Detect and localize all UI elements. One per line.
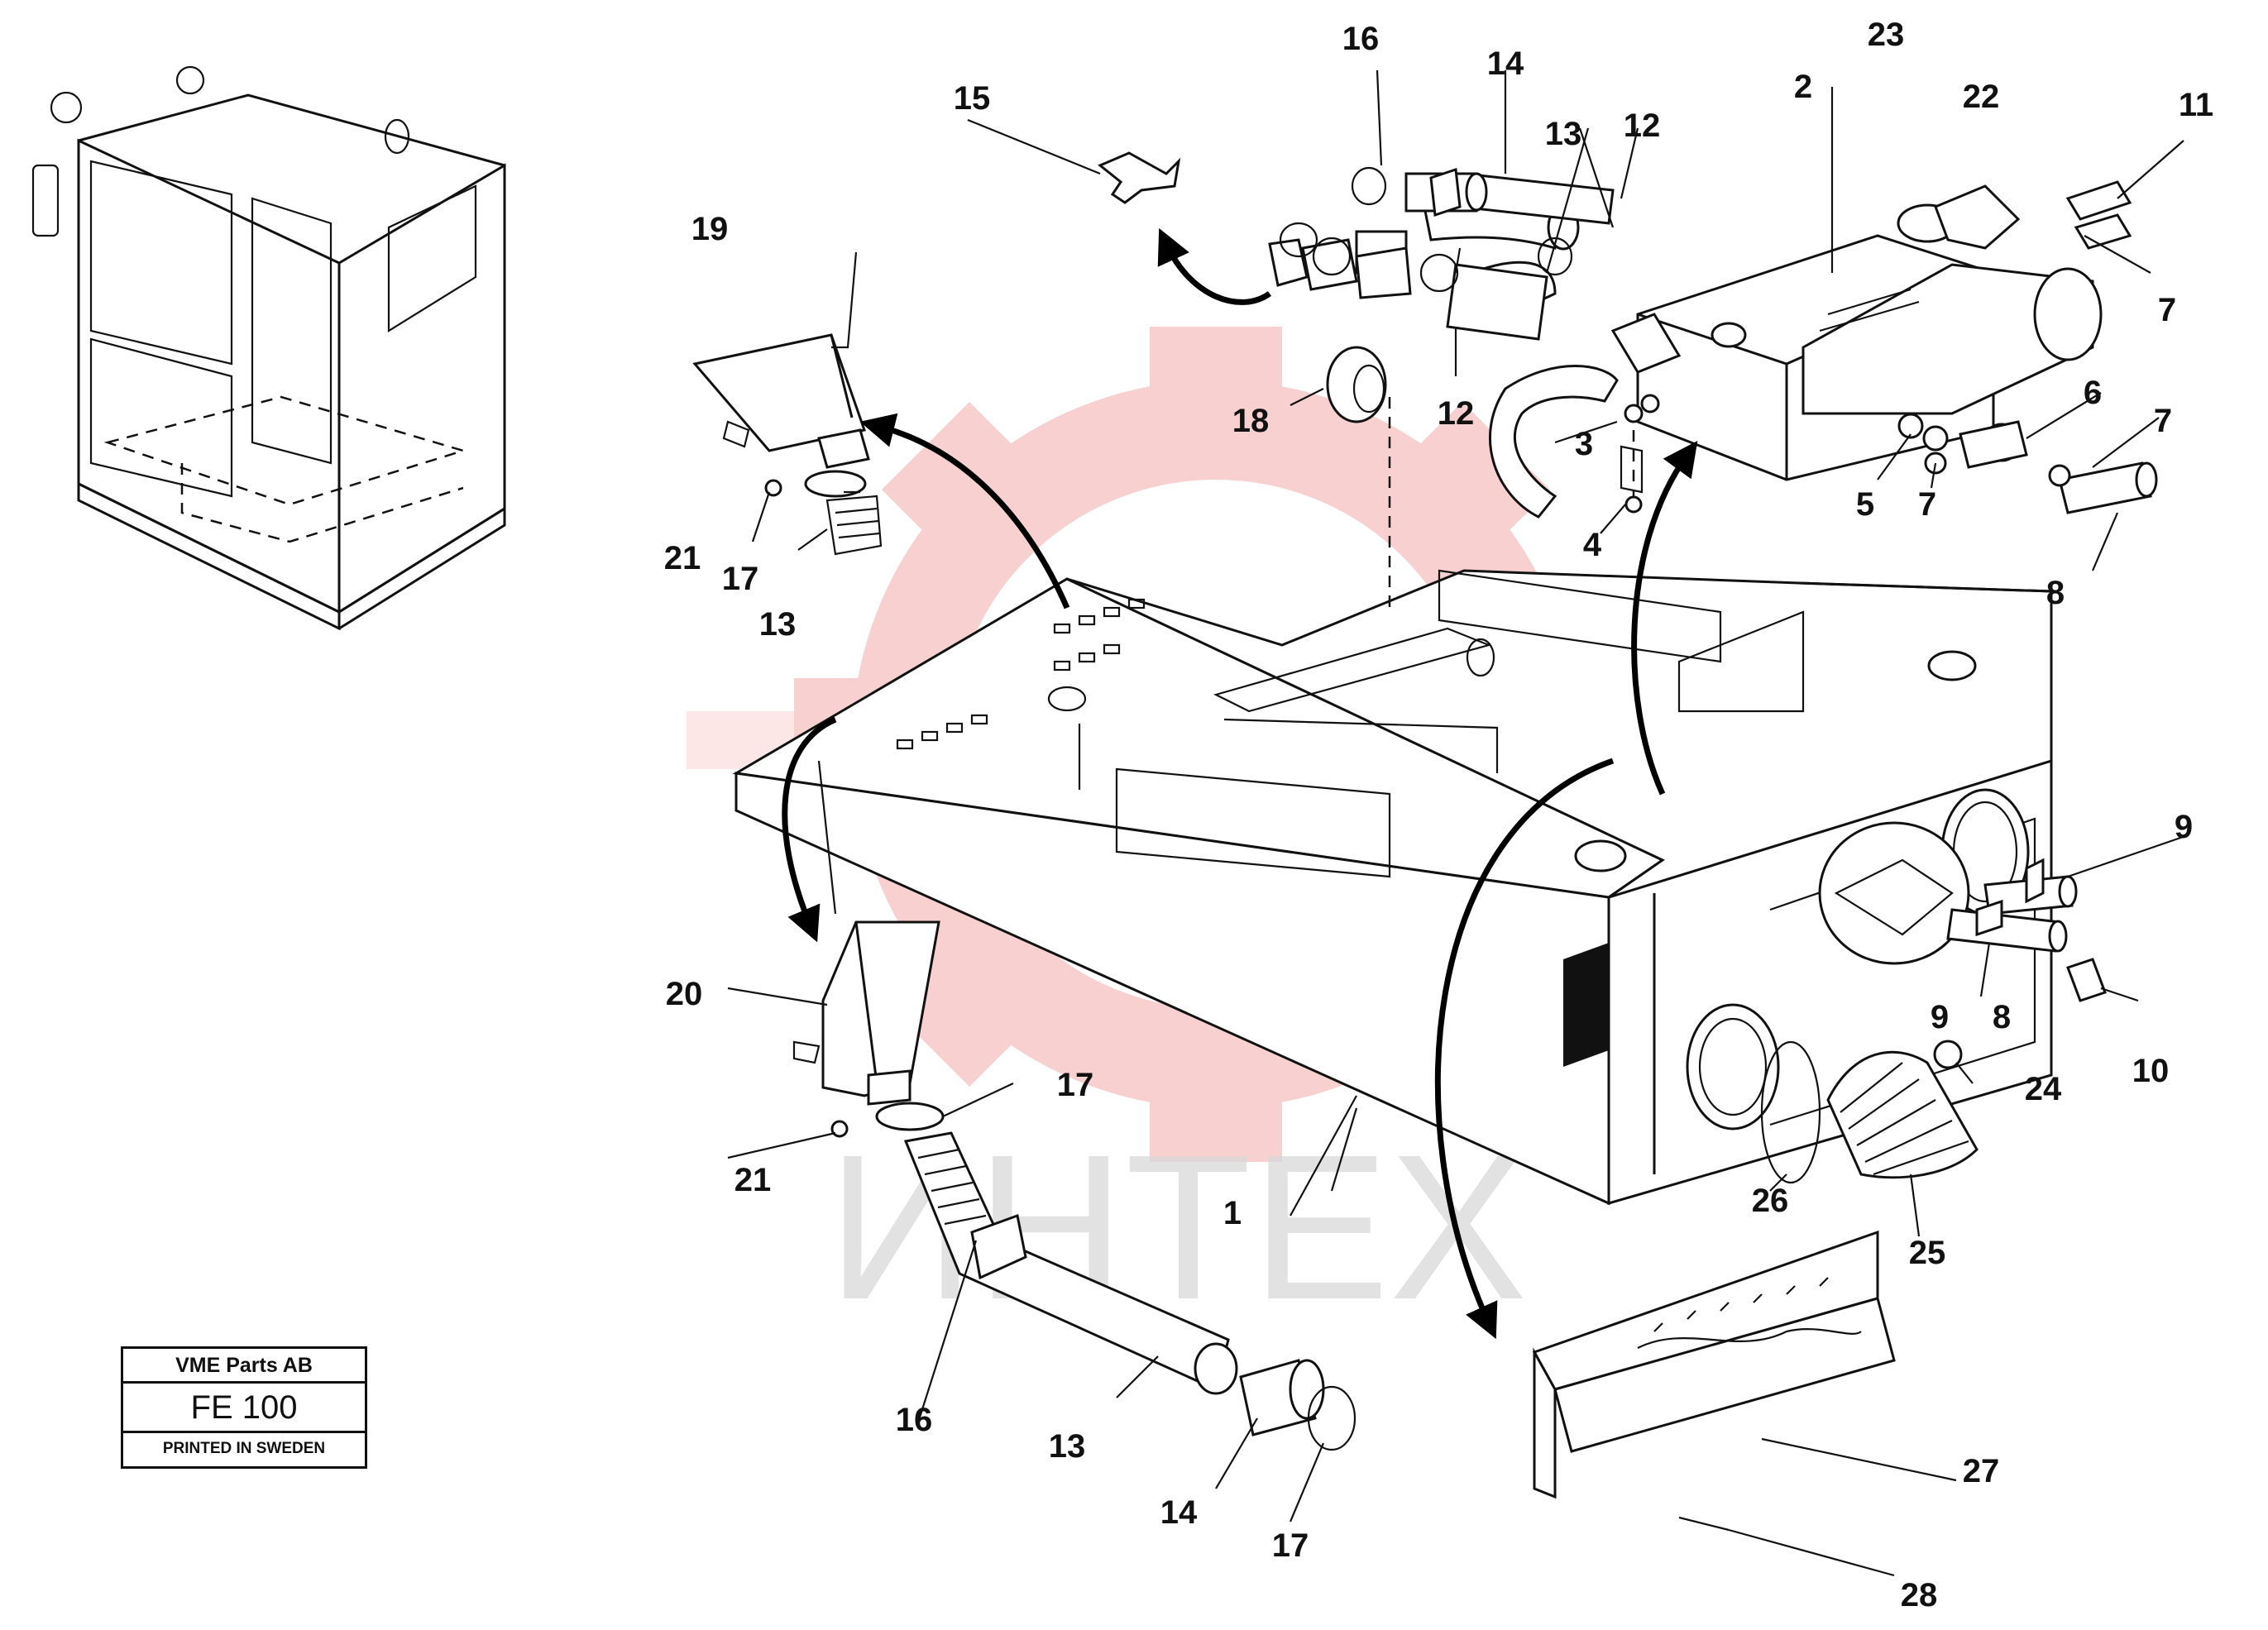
- callout-13c: 13: [1049, 1428, 1086, 1465]
- callout-2: 2: [1794, 69, 1812, 105]
- callout-13b: 13: [759, 606, 797, 643]
- callout-numbers: 1 2 3 4 5 6 7 7 7 7 8 8 9 9 10 11 12 12 …: [664, 17, 2213, 1613]
- hose-pieces-upper: [1268, 167, 1615, 341]
- callout-8a: 8: [2046, 575, 2065, 611]
- arrow-to-tray: [1434, 758, 1615, 1340]
- valve-fitting: [1922, 420, 2028, 469]
- callout-27: 27: [1963, 1453, 2000, 1489]
- callout-8b: 8: [1993, 999, 2011, 1035]
- heater-unit: [1488, 180, 2158, 519]
- callout-10: 10: [2132, 1053, 2170, 1089]
- callout-22: 22: [1963, 79, 2000, 115]
- tray-part-27: [1532, 1230, 1896, 1499]
- air-duct-part-19: [692, 333, 883, 556]
- air-duct-part-20: [792, 920, 945, 1131]
- callout-14a: 14: [1487, 45, 1524, 82]
- callout-16b: 16: [896, 1402, 933, 1438]
- callout-4: 4: [1583, 527, 1602, 563]
- arrow-to-duct-19: [859, 413, 1070, 609]
- callout-16a: 16: [1342, 21, 1380, 57]
- cab-floor-frame: [732, 569, 2053, 1206]
- bracket-part-15: [1098, 151, 1181, 204]
- callout-17b: 17: [1057, 1067, 1094, 1103]
- pipes-right: [1946, 858, 2107, 1002]
- arrow-to-heater: [1631, 441, 1698, 796]
- screw-part-28: [1678, 1516, 1730, 1532]
- callout-9a: 9: [2175, 809, 2193, 845]
- callout-26: 26: [1752, 1183, 1789, 1219]
- callout-7b: 7: [1918, 486, 1936, 523]
- company-name: VME Parts AB: [123, 1349, 365, 1384]
- callout-7c: 7: [2154, 403, 2172, 439]
- grommet-part-24: [1933, 1040, 1963, 1069]
- arrow-to-duct-20: [782, 716, 837, 943]
- screw-21a: [764, 479, 782, 497]
- grommet-part-18: [1326, 346, 1387, 423]
- callout-5: 5: [1856, 486, 1874, 523]
- drawing-code: FE 100: [123, 1384, 365, 1433]
- callout-6: 6: [2084, 375, 2102, 411]
- printed-in: PRINTED IN SWEDEN: [162, 1440, 326, 1457]
- callout-12b: 12: [1438, 395, 1475, 432]
- coupling-part-14: [1239, 1359, 1325, 1436]
- drawing-label-box: VME Parts AB FE 100 PRINTED IN SWEDEN: [121, 1346, 367, 1469]
- callout-19: 19: [691, 211, 729, 247]
- callout-11: 11: [2179, 87, 2213, 123]
- clamp-17c: [1307, 1385, 1356, 1451]
- callout-7a: 7: [2158, 292, 2176, 328]
- callout-28: 28: [1901, 1577, 1938, 1613]
- callout-14b: 14: [1160, 1494, 1198, 1531]
- callout-24: 24: [2025, 1071, 2062, 1107]
- callout-18: 18: [1232, 403, 1270, 439]
- callout-21b: 21: [734, 1162, 772, 1198]
- callout-17a: 17: [722, 561, 759, 597]
- callout-13a: 13: [1545, 116, 1582, 152]
- callout-9b: 9: [1931, 999, 1949, 1035]
- callout-3: 3: [1575, 426, 1593, 462]
- hose-clamps-upper: [1279, 166, 1573, 293]
- bellows-part-25: [1826, 1050, 1979, 1179]
- callout-20: 20: [666, 976, 703, 1012]
- clamp-part-26: [1760, 1040, 1821, 1184]
- callout-23: 23: [1868, 17, 1905, 53]
- vent-slots: [896, 598, 1146, 750]
- flex-hose-lower: [903, 1131, 1238, 1395]
- leader-lines: [727, 69, 2189, 1577]
- callout-12a: 12: [1624, 108, 1661, 144]
- callout-25: 25: [1909, 1235, 1946, 1271]
- cab-overview: [31, 65, 506, 631]
- callout-1: 1: [1223, 1195, 1242, 1231]
- screw-21b: [830, 1120, 849, 1138]
- callout-17c: 17: [1272, 1527, 1309, 1564]
- callout-21a: 21: [664, 540, 701, 576]
- callout-15: 15: [954, 80, 991, 117]
- arrow-to-part-15: [1157, 227, 1272, 305]
